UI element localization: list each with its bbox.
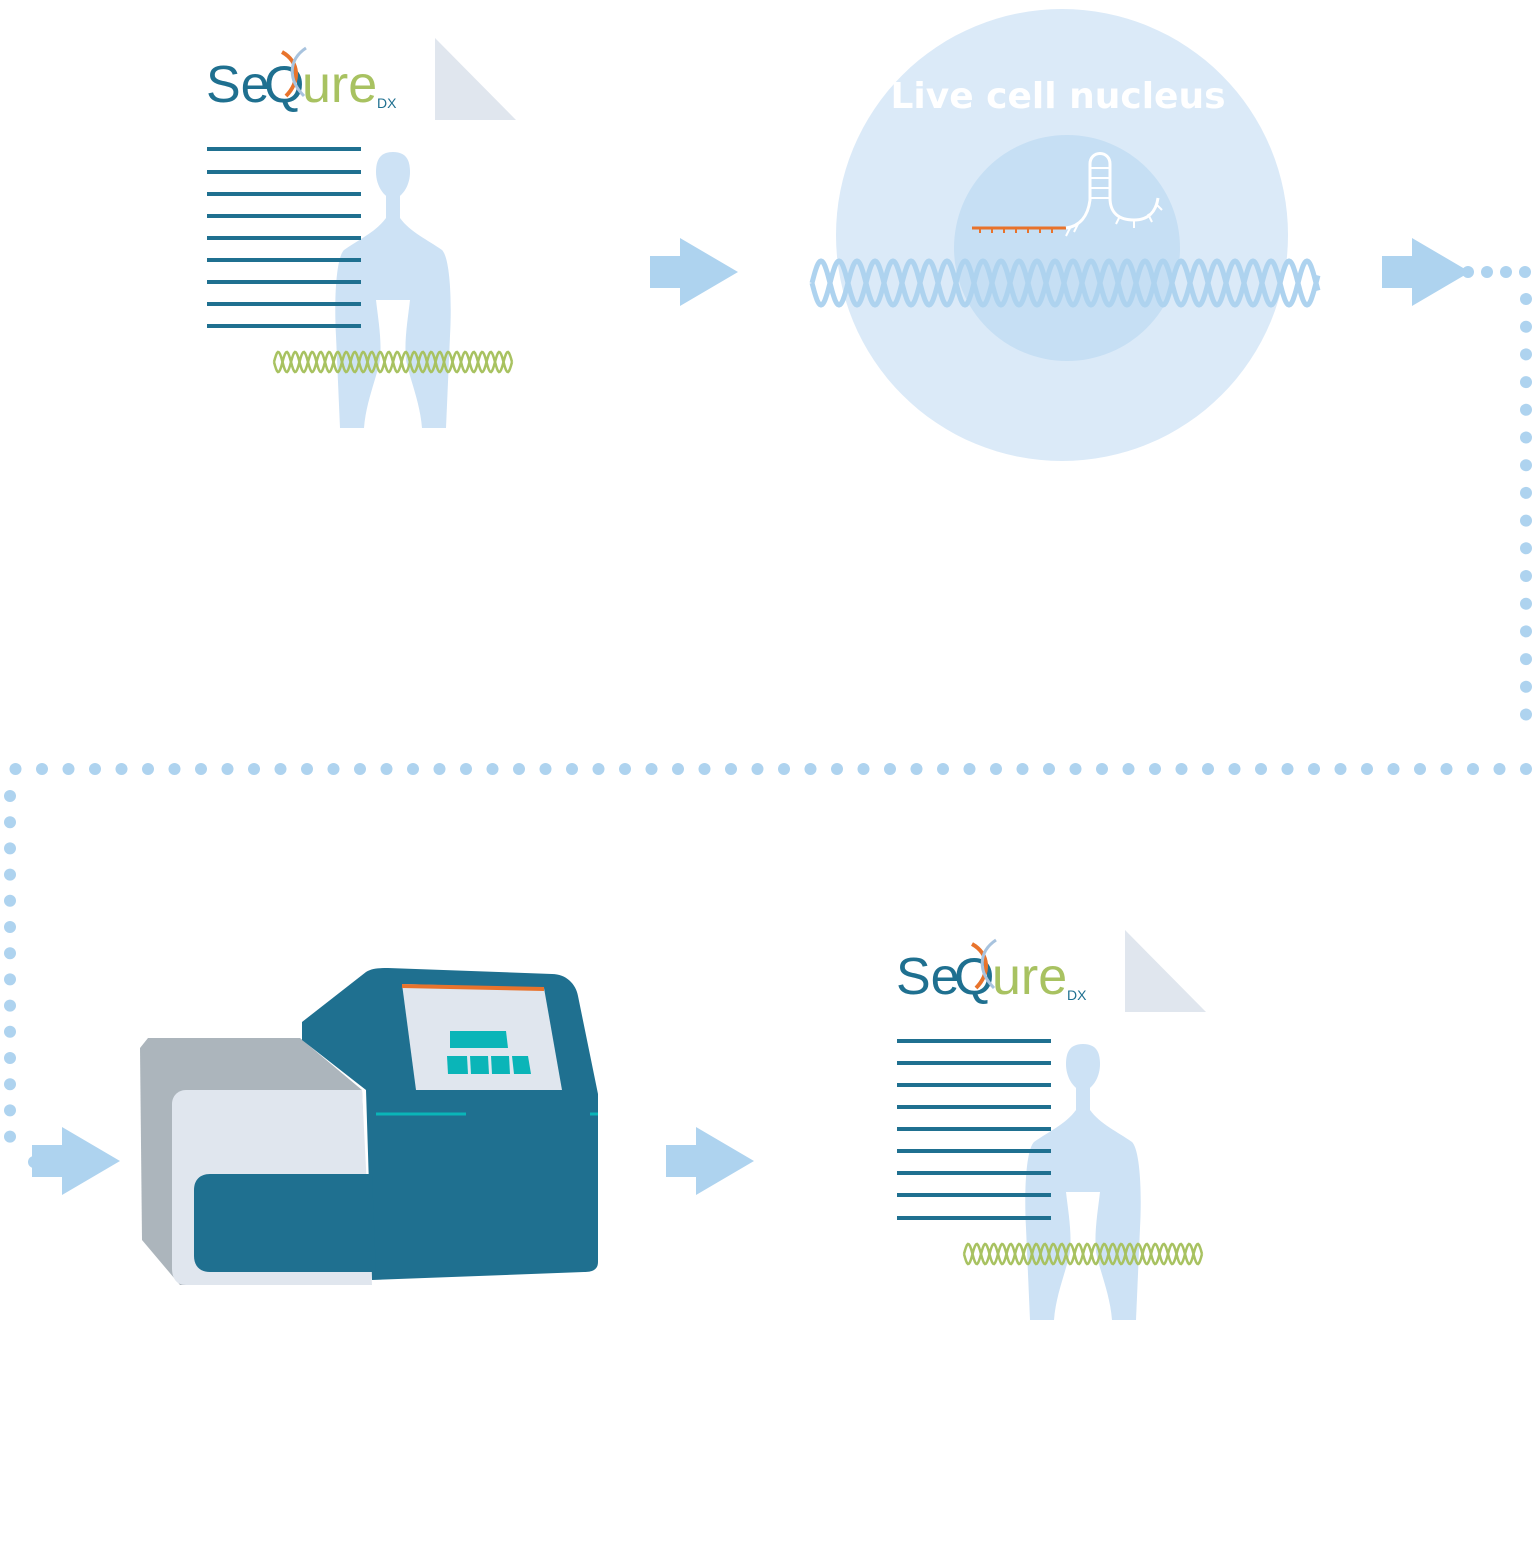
dna-helix-icon-2 [962, 1242, 1204, 1266]
arrow-right-icon-3 [32, 1127, 120, 1195]
dotted-connector [4, 266, 1532, 1168]
logo-helix-blue-2 [980, 938, 997, 990]
nucleus-label: Live cell nucleus [890, 76, 1225, 117]
arrow-right-icon-4 [666, 1127, 754, 1195]
logo-text-dx: DX [377, 95, 397, 111]
logo-text-q: Q [264, 56, 304, 114]
dna-double-helix-icon [809, 258, 1321, 308]
logo-text-ure-2: ure [992, 948, 1067, 1006]
logo-text-se-2: Se [896, 948, 960, 1006]
sequre-logo-bottom: Se Q ure DX [896, 938, 1087, 1006]
nucleus-illustration: Live cell nucleus [809, 9, 1321, 461]
report-bottom: Se Q ure DX [896, 930, 1206, 1320]
logo-text-dx-2: DX [1067, 987, 1087, 1003]
logo-helix-orange-2 [970, 942, 988, 990]
report-top: Se Q ure DX [206, 38, 516, 428]
logo-text-se: Se [206, 56, 270, 114]
report-text-lines-2 [897, 1039, 1051, 1220]
sequencer-machine-icon [140, 968, 598, 1285]
dna-helix-icon [272, 350, 514, 374]
page-corner-icon [435, 38, 516, 120]
arrow-right-icon-2 [1382, 238, 1470, 306]
report-text-lines [207, 147, 361, 328]
page-corner-icon-2 [1125, 930, 1206, 1012]
arrow-right-icon [650, 238, 738, 306]
logo-helix-blue [290, 46, 307, 98]
logo-text-q-2: Q [954, 948, 994, 1006]
logo-helix-orange [280, 50, 298, 98]
nucleus-circle [954, 135, 1180, 361]
logo-text-ure: ure [302, 56, 377, 114]
sequre-logo-top: Se Q ure DX [206, 46, 397, 114]
probe-icon [972, 152, 1163, 237]
